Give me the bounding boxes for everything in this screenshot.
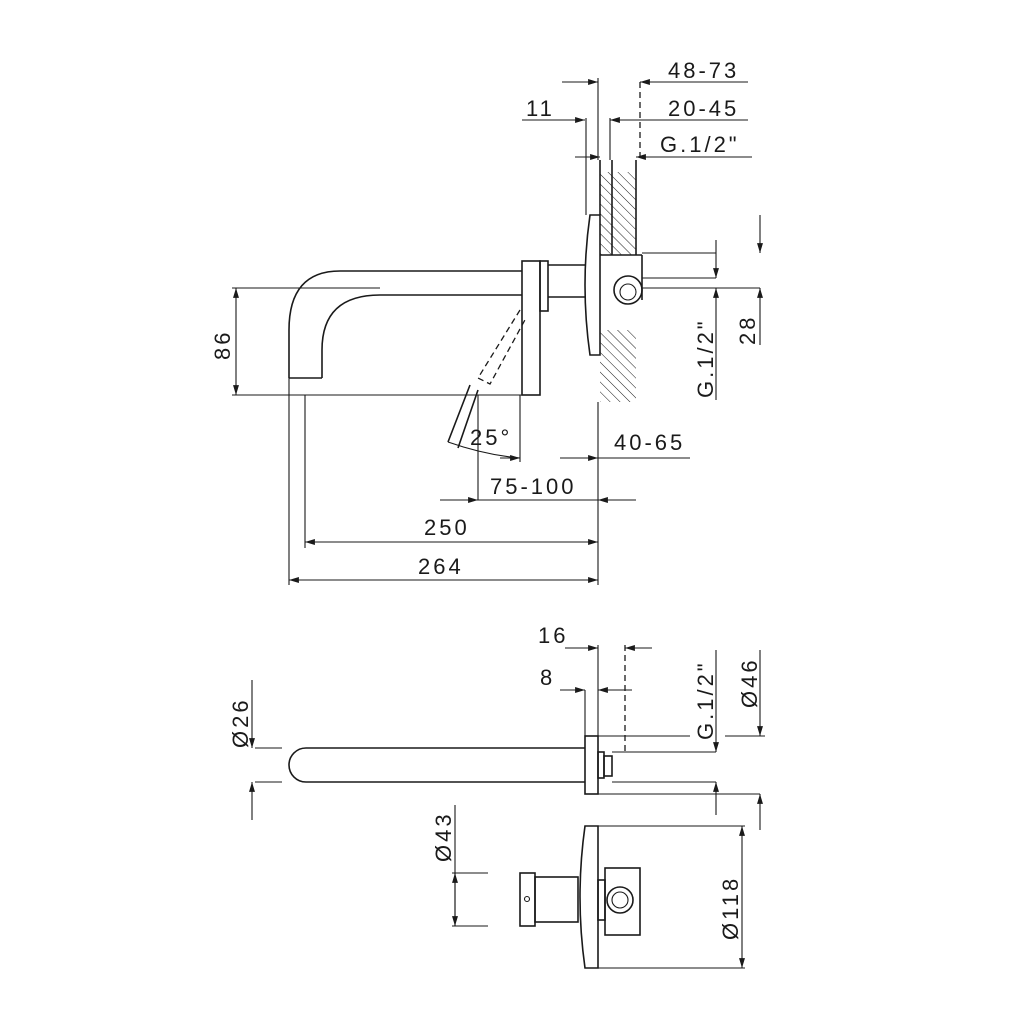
spout-plan xyxy=(288,747,585,783)
dim-16: 16 xyxy=(538,623,568,648)
cover-plate-front xyxy=(579,825,599,969)
dim-40-65: 40-65 xyxy=(614,430,685,455)
plan-view: Ø26 16 8 G.1/2" Ø46 xyxy=(228,623,765,830)
dim-g-half-side: G.1/2" xyxy=(693,318,718,398)
dim-dia-26: Ø26 xyxy=(228,697,253,748)
wall-hatch-upper xyxy=(600,172,636,255)
dim-dia-43: Ø43 xyxy=(431,811,456,862)
dim-dia-46: Ø46 xyxy=(737,657,762,708)
dim-250: 250 xyxy=(424,515,470,540)
cover-plate xyxy=(584,214,601,356)
dim-g-half-plan: G.1/2" xyxy=(693,660,718,740)
dim-g-half-top: G.1/2" xyxy=(660,132,740,157)
front-view: Ø118 Ø43 xyxy=(431,805,745,969)
wall-hatch-lower xyxy=(600,330,636,402)
handle-body xyxy=(521,260,541,396)
dim-20-45: 20-45 xyxy=(668,96,739,121)
handle-rotated-outline xyxy=(477,309,527,385)
valve-connector-front xyxy=(606,886,634,914)
dim-11: 11 xyxy=(526,96,555,121)
dim-264: 264 xyxy=(418,554,464,579)
elevation-view: 48-73 11 20-45 G.1/2" 86 G.1/2" 28 25° 4… xyxy=(210,58,763,585)
dim-48-73: 48-73 xyxy=(668,58,739,83)
valve-bracket xyxy=(604,867,641,936)
dim-28: 28 xyxy=(735,315,760,345)
dim-86: 86 xyxy=(210,330,235,360)
dim-angle-25: 25° xyxy=(470,425,512,450)
spout xyxy=(288,270,522,379)
dim-dia-118: Ø118 xyxy=(718,876,743,940)
dim-8: 8 xyxy=(540,665,555,690)
dim-75-100: 75-100 xyxy=(490,474,577,499)
